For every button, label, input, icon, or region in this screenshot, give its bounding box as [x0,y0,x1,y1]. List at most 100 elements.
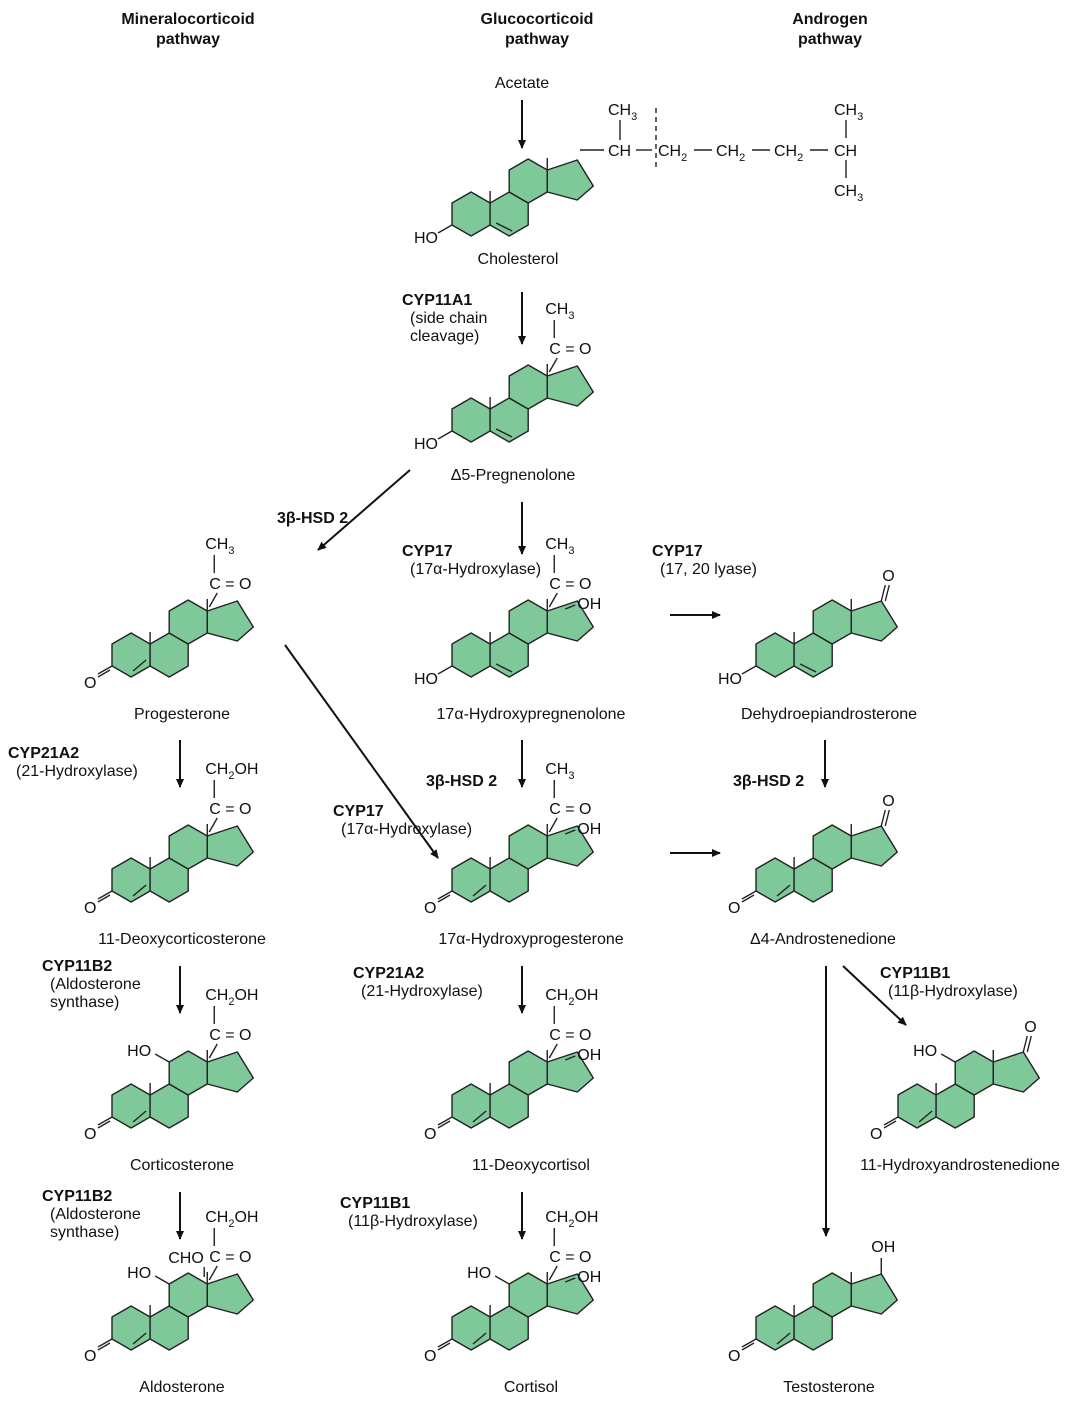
keto-bond [437,1116,453,1126]
compound-name-deoxycortisol: 11-Deoxycortisol [472,1157,590,1174]
enzyme-description: (11β-Hydroxylase) [348,1213,478,1230]
keto-bond [437,894,451,903]
compound-name-dhea: Dehydroepiandrosterone [741,706,917,723]
label-ho: HO [414,230,438,247]
label-c-eq-o: C = O [549,801,591,818]
ring-d [206,1273,255,1315]
enzyme-description: synthase) [50,1224,119,1241]
ring-a [111,1083,151,1129]
ring-a [755,1305,795,1351]
compound-name-cholesterol: Cholesterol [478,251,559,268]
keto-bond [741,1342,755,1351]
side-chain-bond [208,1043,218,1059]
hydroxyl-bond [940,1053,956,1063]
enzyme-description: (11β-Hydroxylase) [888,983,1018,1000]
label-c-eq-o: C = O [209,1249,251,1266]
ring-d [546,600,594,642]
compound-name-androstenedione: Δ4-Androstenedione [750,931,896,948]
keto-bond [437,1338,453,1348]
label-ch3: CH3 [205,536,234,557]
ring-d [206,825,255,867]
keto-bond [883,1120,897,1129]
ring-d [546,1273,594,1315]
ring-a [451,397,491,443]
label-ch2oh: CH2OH [205,761,258,782]
enzyme-description: (17α-Hydroxylase) [410,561,541,578]
keto-bond [880,809,886,827]
label-o: O [84,1126,96,1143]
label-oh: OH [577,1269,601,1286]
enzyme-name: CYP21A2 [8,745,79,762]
label-ch3: CH3 [545,301,574,322]
keto-bond [1022,1035,1028,1053]
label-o: O [424,900,436,917]
ring-d [546,365,594,407]
label-ch2: CH2 [658,143,687,164]
enzyme-description: (Aldosterone [50,1206,141,1223]
label-ch3: CH3 [834,102,863,123]
double-bond [132,659,147,672]
keto-bond [741,1338,757,1348]
enzyme-name: 3β-HSD 2 [733,773,804,790]
keto-bond [1026,1035,1032,1053]
side-chain-bond [208,1265,218,1281]
compound-name-oh-progesterone: 17α-Hydroxyprogesterone [438,931,623,948]
label-ch2oh: CH2OH [205,987,258,1008]
keto-bond [437,1120,451,1129]
label-ho: HO [127,1043,151,1060]
enzyme-name: CYP21A2 [353,965,424,982]
enzyme-name: CYP11B1 [880,965,950,982]
hydroxyl-bond [154,1275,170,1285]
label-ho: HO [414,671,438,688]
hydroxyl-bond [437,665,453,675]
reaction-arrow [317,469,411,551]
diagram-labels: MineralocorticoidpathwayGlucocorticoidpa… [8,11,1060,1396]
compound-name-doc: 11-Deoxycorticosterone [98,931,266,948]
column-header: Mineralocorticoid [121,11,254,28]
label-ch2oh: CH2OH [205,1209,258,1230]
enzyme-name: CYP11B1 [340,1195,410,1212]
label-o: O [84,1348,96,1365]
double-bond [776,1332,791,1345]
ring-a [755,857,795,903]
column-header: pathway [505,31,569,48]
ring-a [897,1083,937,1129]
double-bond [799,663,817,673]
side-chain-bond [548,592,558,608]
hydroxyl-bond [154,1053,170,1063]
compound-name-oh-androstenedione: 11-Hydroxyandrostenedione [860,1157,1060,1174]
ring-d [850,1273,898,1315]
label-c-eq-o: C = O [549,1027,591,1044]
hydroxyl-bond [437,430,453,440]
ring-a [451,632,491,678]
column-header: Glucocorticoid [481,11,594,28]
ring-a [111,857,151,903]
label-c-eq-o: C = O [549,576,591,593]
enzyme-name: CYP17 [402,543,453,560]
label-c-eq-o: C = O [209,1027,251,1044]
label-ch2: CH2 [774,143,803,164]
enzyme-description: synthase) [50,994,119,1011]
double-bond [472,1110,487,1123]
compound-name-cortisol: Cortisol [504,1379,558,1396]
label-ho: HO [913,1043,937,1060]
enzyme-description: (Aldosterone [50,976,141,993]
side-chain-bond [548,817,558,833]
reaction-arrows [176,100,907,1240]
label-o: O [424,1348,436,1365]
double-bond [472,1332,487,1345]
double-bond [472,884,487,897]
side-chain-bond [208,592,218,608]
ring-d [850,600,898,642]
enzyme-name: 3β-HSD 2 [426,773,497,790]
hydroxyl-bond [565,1277,576,1283]
label-ch3: CH3 [834,183,863,204]
label-c-eq-o: C = O [549,341,591,358]
label-c-eq-o: C = O [209,801,251,818]
label-o: O [882,568,894,585]
label-oh: OH [577,1047,601,1064]
keto-bond [437,1342,451,1351]
reaction-arrow [284,644,439,859]
double-bond [132,1110,147,1123]
